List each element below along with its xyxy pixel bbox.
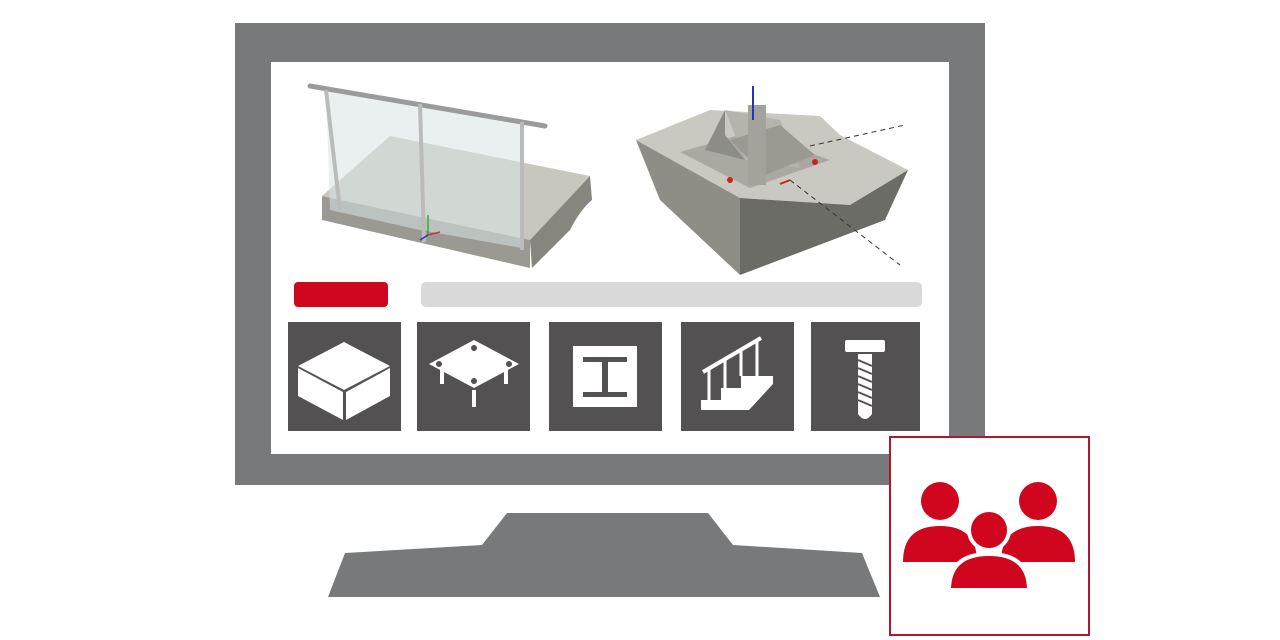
- tile-concrete[interactable]: [288, 322, 401, 431]
- tile-steel-profile[interactable]: [549, 322, 662, 431]
- concrete-block-icon: [298, 342, 390, 420]
- tile-stair-railing[interactable]: [681, 322, 794, 431]
- glass-railing-preview[interactable]: [300, 80, 600, 275]
- steel-i-beam-icon: [573, 346, 637, 407]
- tile-anchor-plate[interactable]: [417, 322, 530, 431]
- user-group-icon: [903, 482, 1075, 592]
- tile-screw-anchor[interactable]: [811, 322, 920, 431]
- screw-anchor-icon: [845, 340, 885, 419]
- user-group-badge[interactable]: [889, 436, 1090, 636]
- stair-railing-icon: [701, 336, 773, 410]
- base-plate-preview[interactable]: [630, 80, 910, 280]
- anchor-plate-icon: [429, 340, 519, 407]
- primary-button[interactable]: [294, 282, 388, 307]
- search-bar[interactable]: [421, 282, 922, 307]
